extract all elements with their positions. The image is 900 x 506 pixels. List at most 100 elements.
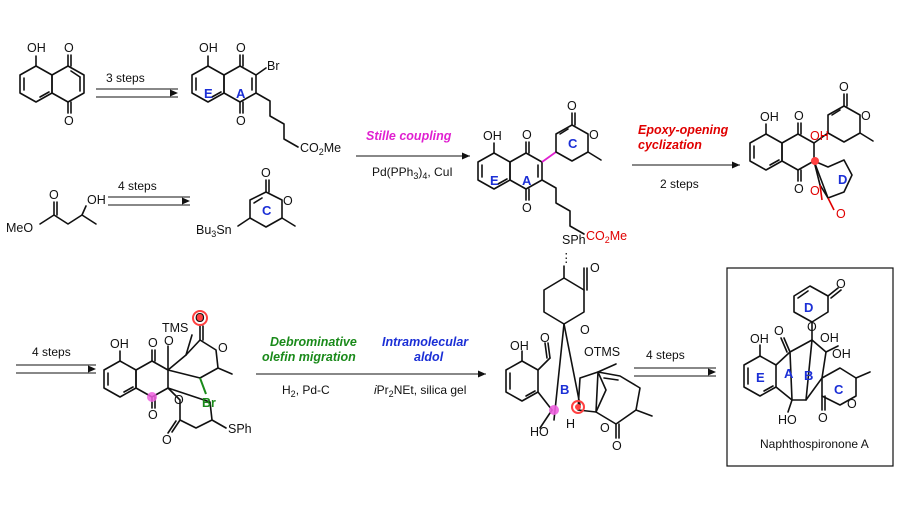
oh-label: OH: [27, 41, 46, 55]
bromo-intermediate-structure: OH O O O TMS O O Br O O SPh: [103, 310, 252, 447]
hydroxy-ester-structure: O OH MeO: [6, 188, 106, 235]
br-label: Br: [267, 59, 280, 73]
ring-label-c: C: [834, 382, 844, 397]
ring-label-a: A: [784, 366, 794, 381]
otms-label: OTMS: [584, 345, 620, 359]
o-label: O: [164, 334, 174, 348]
step-count-label: 2 steps: [660, 177, 699, 191]
o-label: O: [218, 341, 228, 355]
o-label: O: [261, 166, 271, 180]
olefin-migration-label: olefin migration: [262, 350, 356, 364]
sph-label: SPh: [562, 233, 586, 247]
debromination-conditions: H2, Pd-C: [282, 383, 330, 399]
product-name: Naphthospironone A: [760, 437, 869, 451]
step-count-label: 4 steps: [646, 348, 685, 362]
o-label: O: [540, 331, 550, 345]
oh-label: OH: [810, 129, 829, 143]
ester-label: CO2Me: [586, 229, 627, 245]
aldol-conditions: iPr2NEt, silica gel: [374, 383, 466, 399]
o-label: O: [236, 41, 246, 55]
o-label: O: [818, 411, 828, 425]
bromonaphthoquinone-structure: OH O O Br E A CO2Me: [191, 41, 341, 157]
oh-label: OH: [750, 332, 769, 346]
ring-label-a: A: [236, 86, 246, 101]
o-label: O: [162, 433, 172, 447]
cyclization-label: cyclization: [638, 138, 702, 152]
ring-label-b: B: [804, 368, 813, 383]
stille-arrow: Stille coupling Pd(PPh3)4, CuI: [356, 129, 470, 181]
o-label: O: [774, 324, 784, 338]
debrominative-label: Debrominative: [270, 335, 357, 349]
o-label: O: [810, 184, 820, 198]
debromination-arrow: Debrominative olefin migration H2, Pd-C: [256, 335, 372, 399]
ring-label-b: B: [560, 382, 569, 397]
stille-conditions: Pd(PPh3)4, CuI: [372, 165, 453, 181]
stannyl-label: Bu3Sn: [196, 223, 232, 239]
reaction-arrow-4: 4 steps: [16, 345, 96, 374]
oh-label: OH: [483, 129, 502, 143]
o-label: O: [195, 311, 205, 325]
o-label: O: [522, 201, 532, 215]
step-count-label: 3 steps: [106, 71, 145, 85]
step-count-label: 4 steps: [32, 345, 71, 359]
ring-label-e: E: [490, 173, 499, 188]
juglone-structure: OH O O: [19, 41, 85, 128]
o-label: O: [589, 128, 599, 142]
stille-product-structure: OH O O O O E A C CO2Me: [477, 99, 627, 245]
stille-coupling-label: Stille coupling: [366, 129, 452, 143]
o-label: O: [836, 207, 846, 221]
ring-label-e: E: [204, 86, 213, 101]
step-count-label: 4 steps: [118, 179, 157, 193]
o-label: O: [49, 188, 59, 202]
o-label: O: [807, 320, 817, 334]
sph-label: SPh: [228, 422, 252, 436]
ring-label-d: D: [804, 300, 813, 315]
oh-label: OH: [110, 337, 129, 351]
epoxy-opening-label: Epoxy-opening: [638, 123, 729, 137]
sph-bond-mark: ⋮: [560, 251, 573, 265]
ring-label-c: C: [262, 203, 272, 218]
o-label: O: [148, 336, 158, 350]
ester-label: CO2Me: [300, 141, 341, 157]
tms-label: TMS: [162, 321, 188, 335]
reaction-arrow-2: 4 steps: [108, 179, 190, 206]
o-label: O: [567, 99, 577, 113]
reaction-arrow-1: 3 steps: [96, 71, 178, 98]
reaction-arrow-5: 4 steps: [634, 348, 716, 377]
o-label: O: [590, 261, 600, 275]
ring-label-a: A: [522, 173, 532, 188]
o-label: O: [839, 80, 849, 94]
o-label: O: [64, 114, 74, 128]
ho-label: HO: [778, 413, 797, 427]
o-label: O: [148, 408, 158, 422]
o-label: O: [612, 439, 622, 453]
o-label: O: [847, 397, 857, 411]
o-label: O: [600, 421, 610, 435]
ring-label-c: C: [568, 136, 578, 151]
oh-label: OH: [832, 347, 851, 361]
aldol-label: aldol: [414, 350, 444, 364]
spirolactone-structure: OH O O OH O O O O D: [749, 80, 874, 221]
ho-label: HO: [530, 425, 549, 439]
oh-label: OH: [199, 41, 218, 55]
o-label: O: [64, 41, 74, 55]
ring-label-d: D: [838, 172, 847, 187]
intramolecular-label: Intramolecular: [382, 335, 469, 349]
aldol-product-structure: SPh ⋮ O O OH O OTMS B HO H O O: [505, 233, 653, 453]
o-label: O: [522, 128, 532, 142]
oh-label: OH: [820, 331, 839, 345]
stannyl-pyranone-structure: O O C Bu3Sn: [196, 166, 296, 239]
o-label: O: [794, 182, 804, 196]
final-product-box: O O D OH O OH OH O O HO E A B C Naphthos…: [726, 267, 894, 467]
o-label: O: [836, 277, 846, 291]
oh-label: OH: [510, 339, 529, 353]
o-label: O: [580, 323, 590, 337]
o-label: O: [174, 393, 184, 407]
o-label: O: [236, 114, 246, 128]
o-label: O: [283, 194, 293, 208]
h-label: H: [566, 417, 575, 431]
br-label: Br: [202, 396, 216, 410]
oh-label: OH: [760, 110, 779, 124]
meo-label: MeO: [6, 221, 33, 235]
